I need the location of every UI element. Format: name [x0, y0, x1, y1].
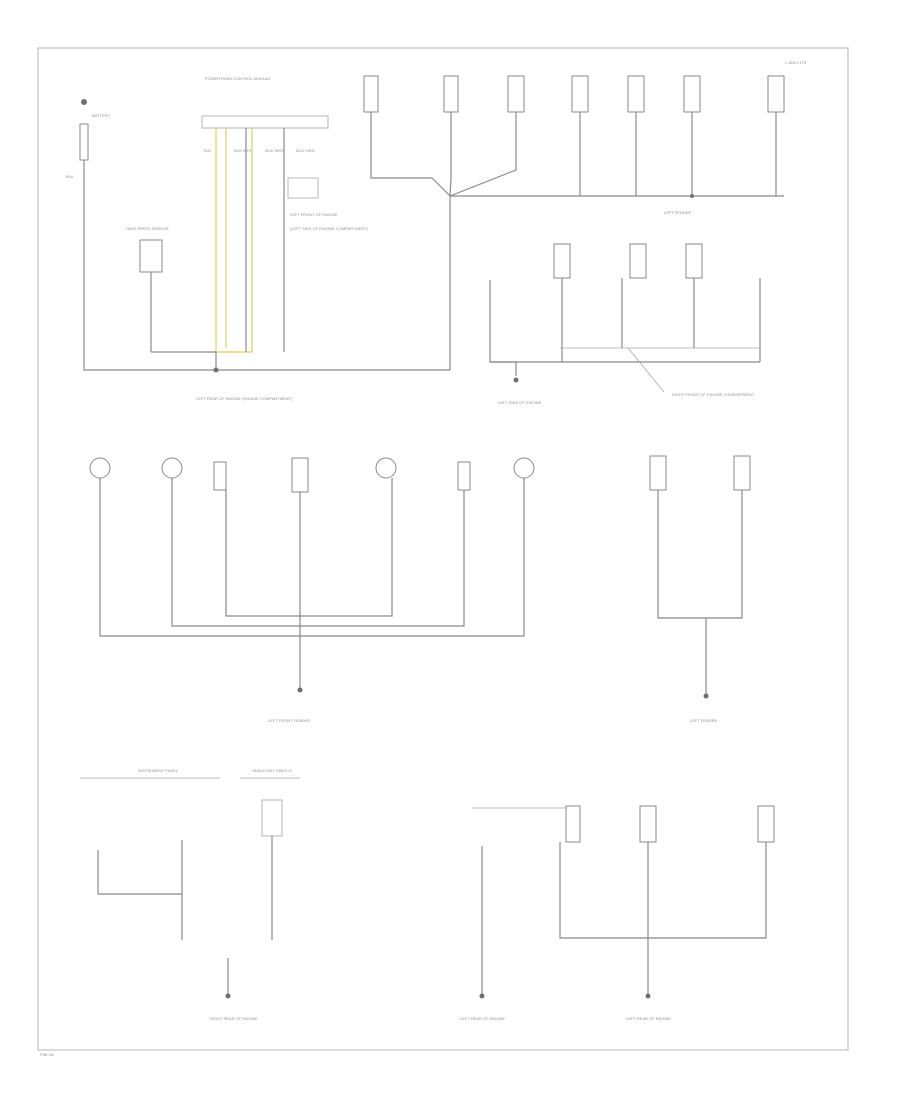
fuel-inj-2 [627, 75, 645, 113]
maint-module [639, 805, 657, 843]
horn [457, 461, 471, 491]
middle-right-section: LEFT SIDE OF ENGINE RIGHT FRONT OF ENGIN… [489, 243, 761, 405]
wire-tan: TAN [203, 148, 211, 153]
bottom-right-section: LEFT REAR OF ENGINE LEFT REAR OF ENGINE [460, 805, 775, 1021]
battery-label: BATTERY [92, 113, 110, 118]
lamp-wire-5 [300, 478, 393, 617]
cruise-control [683, 75, 701, 113]
comp-m1 [553, 243, 571, 279]
lamp-wire-2 [171, 478, 300, 627]
comp-m3 [685, 243, 703, 279]
lamp-1 [89, 457, 111, 479]
gauge-label: HIGH SPEED SENSOR [126, 226, 169, 231]
ground-g4-label: LEFT FRONT FENDER [268, 718, 310, 723]
mid-diag [627, 347, 665, 393]
wire-blk-wht: BLK/ WHT [265, 148, 284, 153]
battery-ground-wire [83, 160, 450, 371]
brake-switch [757, 805, 775, 843]
comp-m2 [629, 243, 647, 279]
battery-section: BATTERY BLK [66, 99, 450, 371]
page-code: L 2EB 1TT5 [785, 60, 807, 65]
top-bus-2 [449, 112, 452, 197]
central-relay-center [767, 75, 785, 113]
fuel-pump-relay [443, 75, 459, 113]
lamps-section: LEFT FRONT FENDER [89, 457, 535, 723]
lamp-wire-1 [99, 478, 525, 637]
lamp-wire-6 [300, 490, 465, 627]
bottom-left-section: INSTRUMENT PANEL HEADLIGHT SWITCH RIGHT … [80, 768, 300, 1021]
ground-g6 [225, 993, 231, 999]
horn-relay [213, 461, 227, 491]
pair-wire [657, 490, 743, 619]
pcm-connector [201, 115, 329, 129]
seat-belt-motor [291, 457, 309, 493]
splice-label-2: (LEFT SIDE OF ENGINE COMPARTMENT) [290, 226, 369, 231]
ground-g7 [479, 993, 485, 999]
splice-box [287, 177, 319, 199]
top-bus-3 [449, 112, 517, 197]
ground-g8-label: LEFT REAR OF ENGINE [626, 1016, 671, 1021]
battery-icon [79, 123, 89, 161]
ground-point-g1 [213, 367, 219, 373]
cooling-fan [507, 75, 525, 113]
ground-g8 [645, 993, 651, 999]
br-wire-2 [559, 842, 767, 939]
splice-top-right [690, 194, 694, 198]
lamp-3 [375, 457, 397, 479]
ground-g5-label: LEFT FENDER [690, 718, 717, 723]
lamp-wire-3 [225, 490, 300, 617]
pcm-wire-yellow-1 [215, 128, 253, 353]
ground-g3-label: RIGHT FRONT OF ENGINE COMPARTMENT [672, 392, 755, 397]
pcm-section: POWERTRAIN CONTROL MODULE TAN TAN/ WHT B… [126, 76, 369, 401]
battery-terminal [81, 99, 87, 105]
high-speed-sensor [139, 239, 163, 273]
hl-label: HEADLIGHT SWITCH [252, 768, 292, 773]
right-pair-section: LEFT FENDER [649, 455, 751, 723]
footer-code: FB8 1N [40, 1052, 54, 1057]
fuel-inj-1 [571, 75, 589, 113]
ground-g2 [513, 377, 519, 383]
wiper-motor [649, 455, 667, 491]
ground-g6-label: RIGHT REAR OF ENGINE [210, 1016, 258, 1021]
ground-g2-label: LEFT SIDE OF ENGINE [498, 400, 542, 405]
right-ground-label: LEFT FENDER [664, 210, 691, 215]
ground-g1-label: LEFT REAR OF ENGINE (ENGINE COMPARTMENT) [196, 396, 293, 401]
air-bag-module [363, 75, 379, 113]
wire-blk-org: BLK/ ORG [296, 148, 315, 153]
wire-tan-wht: TAN/ WHT [233, 148, 253, 153]
drl-module [565, 805, 581, 843]
battery-wire-label: BLK [66, 174, 74, 179]
ground-g4 [297, 687, 303, 693]
top-right-section: LEFT FENDER [363, 75, 785, 370]
lamp-4 [513, 457, 535, 479]
headlamp-module [733, 455, 751, 491]
ip-label: INSTRUMENT PANEL [138, 768, 179, 773]
top-bus-left [370, 112, 451, 197]
lamp-2 [161, 457, 183, 479]
diagram-frame [37, 47, 849, 1051]
hl-switch [261, 799, 283, 837]
ground-g7-label: LEFT REAR OF ENGINE [460, 1016, 505, 1021]
pcm-label: POWERTRAIN CONTROL MODULE [205, 76, 271, 81]
splice-label-1: LEFT FRONT OF ENGINE [290, 212, 338, 217]
ground-g5 [703, 693, 709, 699]
